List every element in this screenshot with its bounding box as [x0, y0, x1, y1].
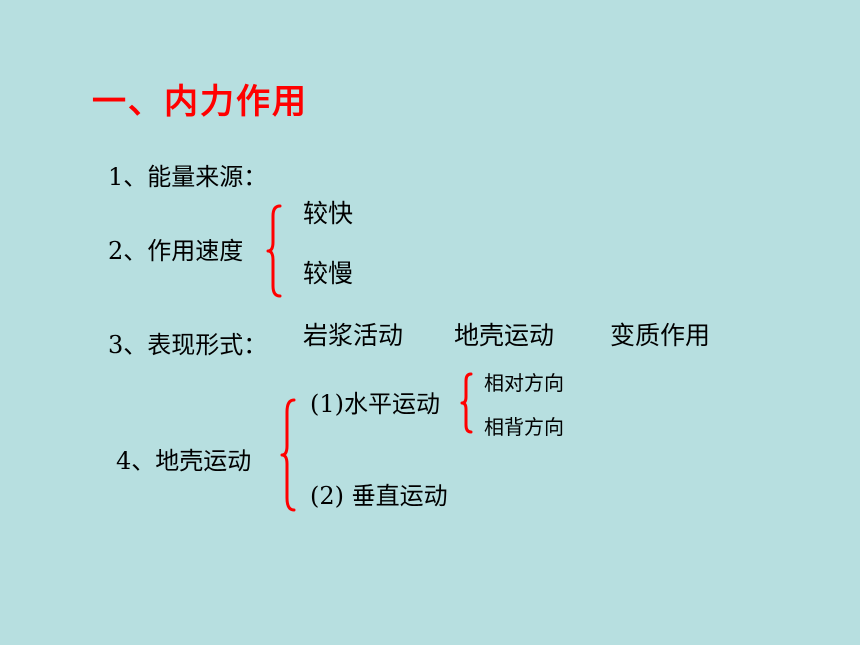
direction-brace-icon — [460, 372, 473, 434]
direction-opposite: 相背方向 — [484, 415, 564, 439]
form-crustal-movement: 地壳运动 — [454, 321, 555, 350]
direction-relative: 相对方向 — [484, 371, 564, 395]
speed-option-slow: 较慢 — [303, 259, 354, 288]
form-magmatism: 岩浆活动 — [303, 321, 404, 350]
speed-option-fast: 较快 — [303, 199, 354, 228]
crustal-brace-icon — [280, 398, 296, 512]
crustal-brace-path — [280, 398, 296, 512]
manifestation-label: 3、表现形式： — [108, 331, 268, 359]
direction-brace-path — [460, 372, 473, 434]
horizontal-movement-label: (1)水平运动 — [310, 390, 440, 418]
form-metamorphism: 变质作用 — [610, 321, 711, 350]
page-title: 一、内力作用 — [92, 82, 308, 122]
speed-brace-path — [266, 204, 282, 298]
action-speed-label: 2、作用速度 — [108, 237, 244, 265]
crustal-movement-label: 4、地壳运动 — [116, 447, 252, 475]
speed-brace-icon — [266, 204, 282, 298]
energy-source-label: 1、能量来源： — [108, 163, 268, 191]
vertical-movement-label: (2) 垂直运动 — [310, 482, 448, 510]
